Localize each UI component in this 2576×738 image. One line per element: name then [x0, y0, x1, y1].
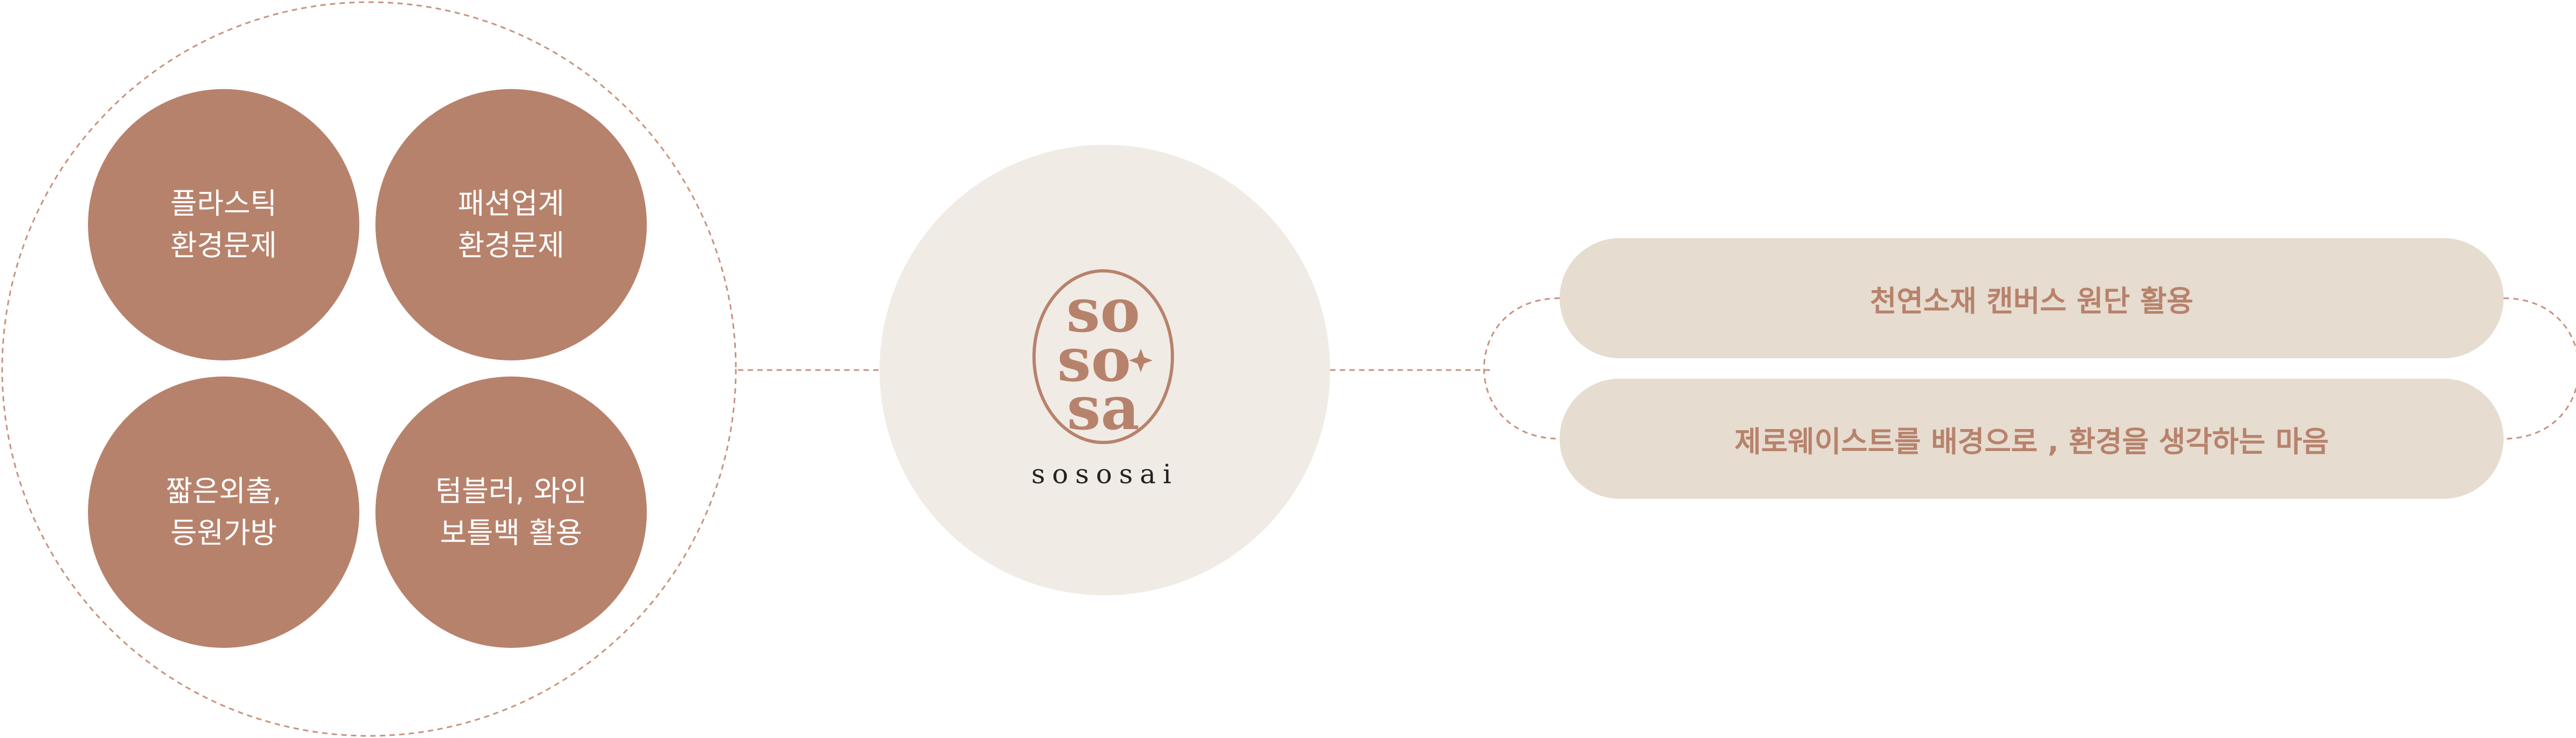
- logo-letters-row: so: [1066, 276, 1140, 346]
- right-bracket-curve: [2503, 297, 2576, 440]
- solution-pill: 제로웨이스트를 배경으로 , 환경을 생각하는 마음: [1560, 379, 2504, 499]
- issue-plastic: 플라스틱 환경문제: [88, 89, 359, 360]
- sparkle-icon: [1129, 349, 1153, 372]
- brand-logo-mark: so so sa: [1032, 269, 1174, 444]
- issue-fashion: 패션업계 환경문제: [375, 89, 647, 360]
- issue-line: 짧은외출,: [166, 474, 282, 508]
- issue-line: 플라스틱: [170, 187, 277, 220]
- issue-tumbler-bag: 텀블러, 와인 보틀백 활용: [375, 377, 647, 648]
- issue-line: 보틀백 활용: [440, 516, 582, 550]
- issue-line: 텀블러, 와인: [435, 474, 587, 508]
- logo-letters-row: so: [1057, 325, 1131, 395]
- solution-label: 제로웨이스트를 배경으로 , 환경을 생각하는 마음: [1734, 424, 2329, 459]
- left-bracket-curve: [1483, 297, 1560, 440]
- issue-line: 패션업계: [457, 187, 565, 220]
- logo-letters-row: sa: [1067, 373, 1140, 444]
- solution-label: 천연소재 캔버스 원단 활용: [1870, 284, 2194, 318]
- solution-pill: 천연소재 캔버스 원단 활용: [1560, 238, 2504, 358]
- brand-name: sososai: [1031, 459, 1178, 490]
- issue-line: 환경문제: [170, 228, 277, 262]
- issue-line: 등원가방: [170, 516, 277, 550]
- issue-outing-bag: 짧은외출, 등원가방: [88, 377, 359, 648]
- issue-line: 환경문제: [457, 228, 565, 262]
- issues-group-dashed-circle: [1, 1, 737, 737]
- brand-circle: [880, 145, 1330, 595]
